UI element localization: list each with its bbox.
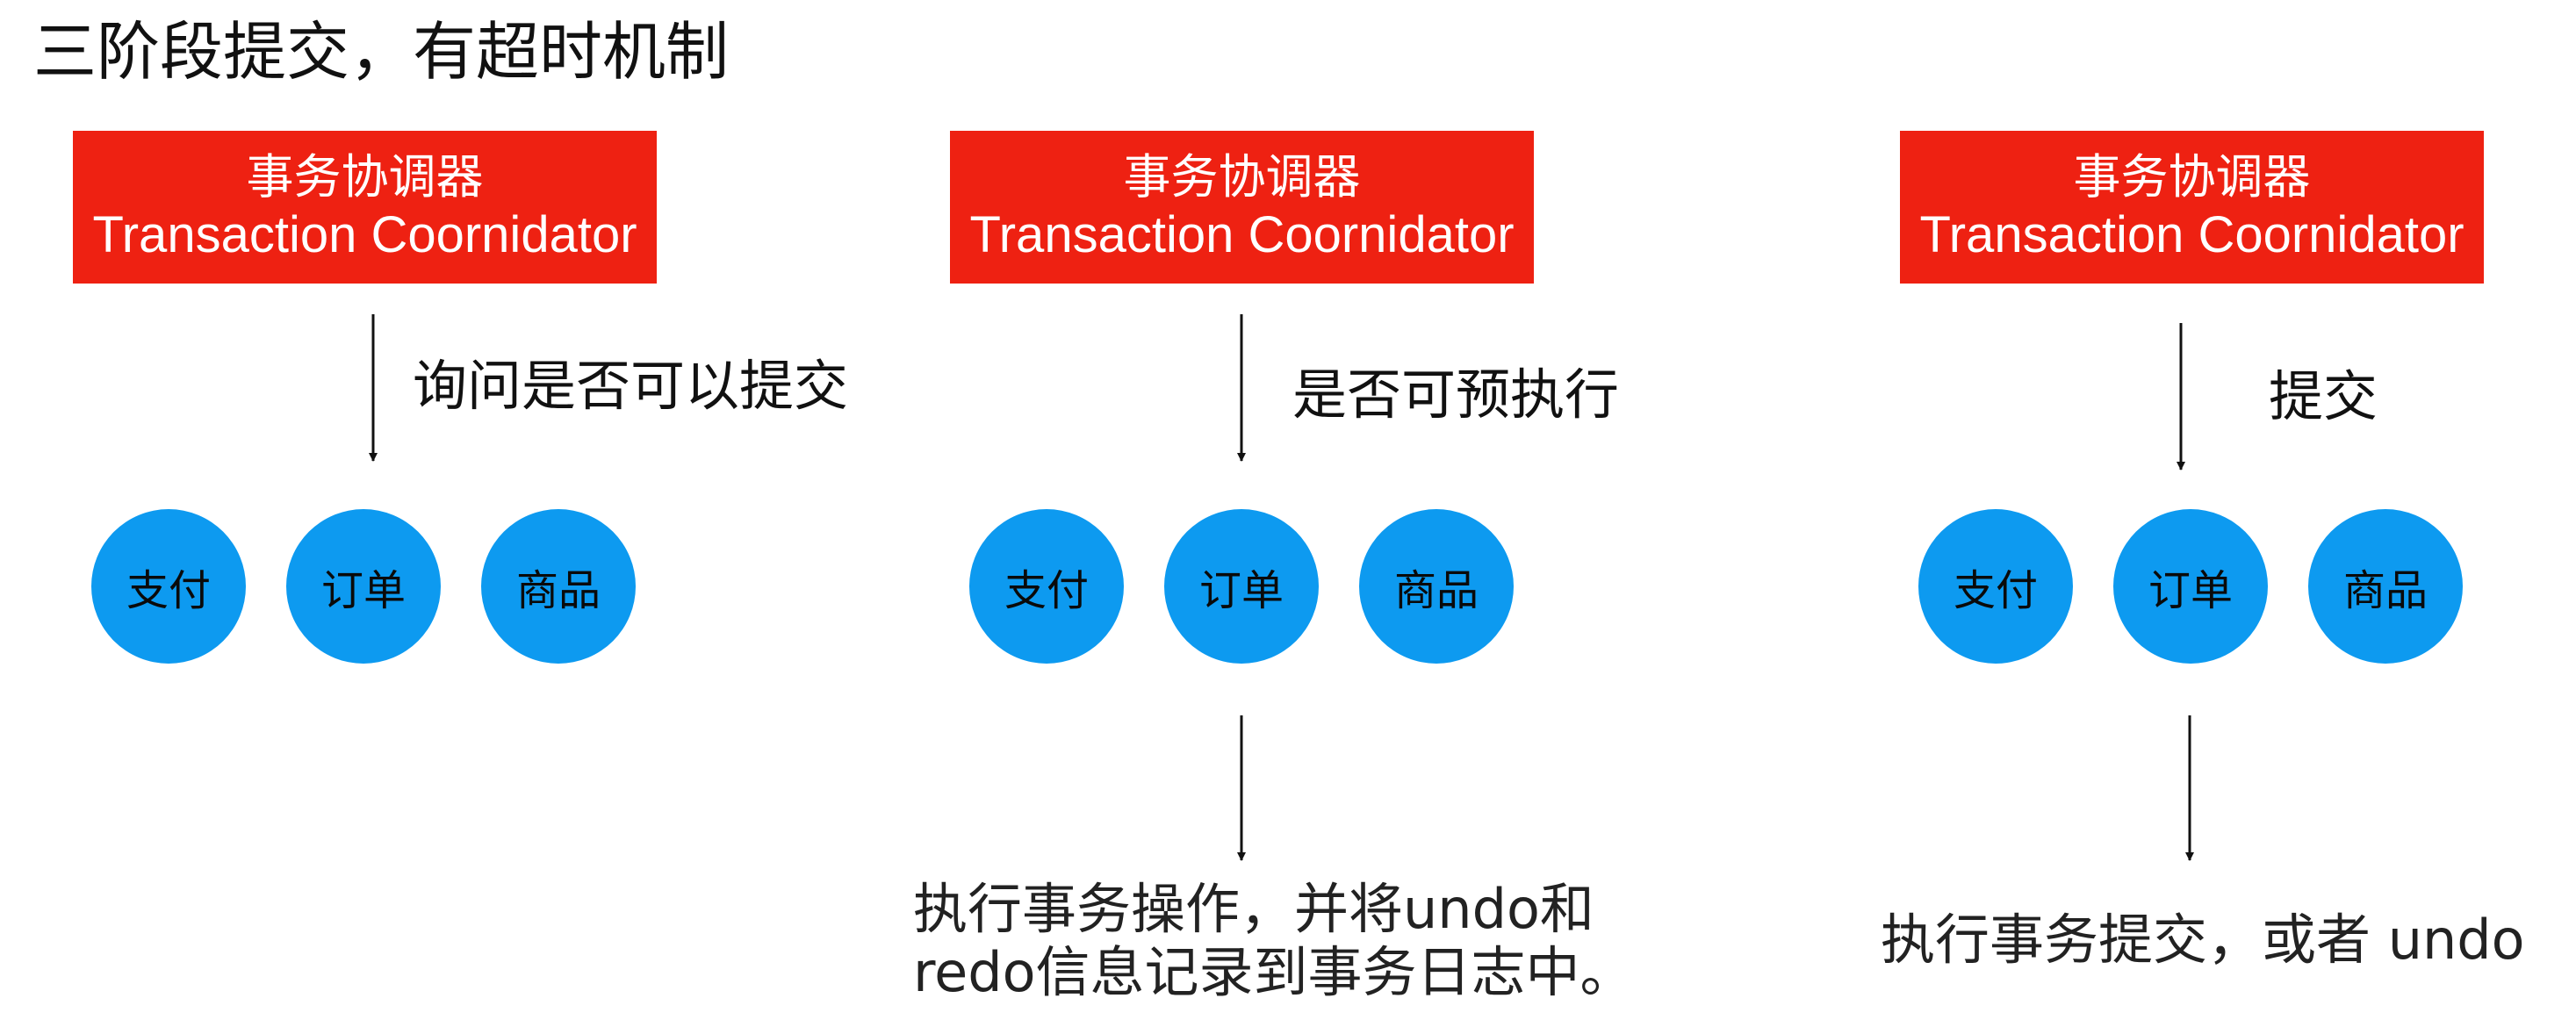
phase-3-result-line-1: 执行事务提交，或者 undo bbox=[1881, 908, 2525, 972]
phase-3-request-label: 提交 bbox=[2269, 364, 2378, 428]
coordinator-box-phase-2: 事务协调器 Transaction Coornidator bbox=[950, 131, 1534, 284]
participant-payment-node-phase-1: 支付 bbox=[91, 509, 246, 664]
phase-1-request-label: 询问是否可以提交 bbox=[413, 354, 849, 418]
coordinator-box-phase-1: 事务协调器 Transaction Coornidator bbox=[73, 131, 657, 284]
phase-2-result-line-1: 执行事务操作，并将undo和 bbox=[913, 877, 1594, 941]
participant-product-node-phase-2: 商品 bbox=[1359, 509, 1514, 664]
participant-payment-node-phase-2: 支付 bbox=[969, 509, 1124, 664]
diagram-title: 三阶段提交，有超时机制 bbox=[33, 15, 730, 89]
participant-product-node-phase-3: 商品 bbox=[2308, 509, 2463, 664]
coordinator-name-en: Transaction Coornidator bbox=[969, 206, 1515, 263]
participant-payment-node-phase-3: 支付 bbox=[1918, 509, 2073, 664]
participant-order-node-phase-2: 订单 bbox=[1164, 509, 1319, 664]
coordinator-name-cn: 事务协调器 bbox=[2073, 149, 2311, 205]
phase-2-result-line-2: redo信息记录到事务日志中。 bbox=[913, 940, 1635, 1004]
coordinator-name-en: Transaction Coornidator bbox=[92, 206, 637, 263]
participant-product-node-phase-1: 商品 bbox=[481, 509, 636, 664]
participant-order-node-phase-1: 订单 bbox=[286, 509, 441, 664]
phase-2-request-label: 是否可预执行 bbox=[1292, 363, 1620, 427]
participant-order-node-phase-3: 订单 bbox=[2113, 509, 2268, 664]
coordinator-name-en: Transaction Coornidator bbox=[1919, 206, 2464, 263]
coordinator-name-cn: 事务协调器 bbox=[1123, 149, 1361, 205]
coordinator-box-phase-3: 事务协调器 Transaction Coornidator bbox=[1900, 131, 2484, 284]
coordinator-name-cn: 事务协调器 bbox=[246, 149, 484, 205]
